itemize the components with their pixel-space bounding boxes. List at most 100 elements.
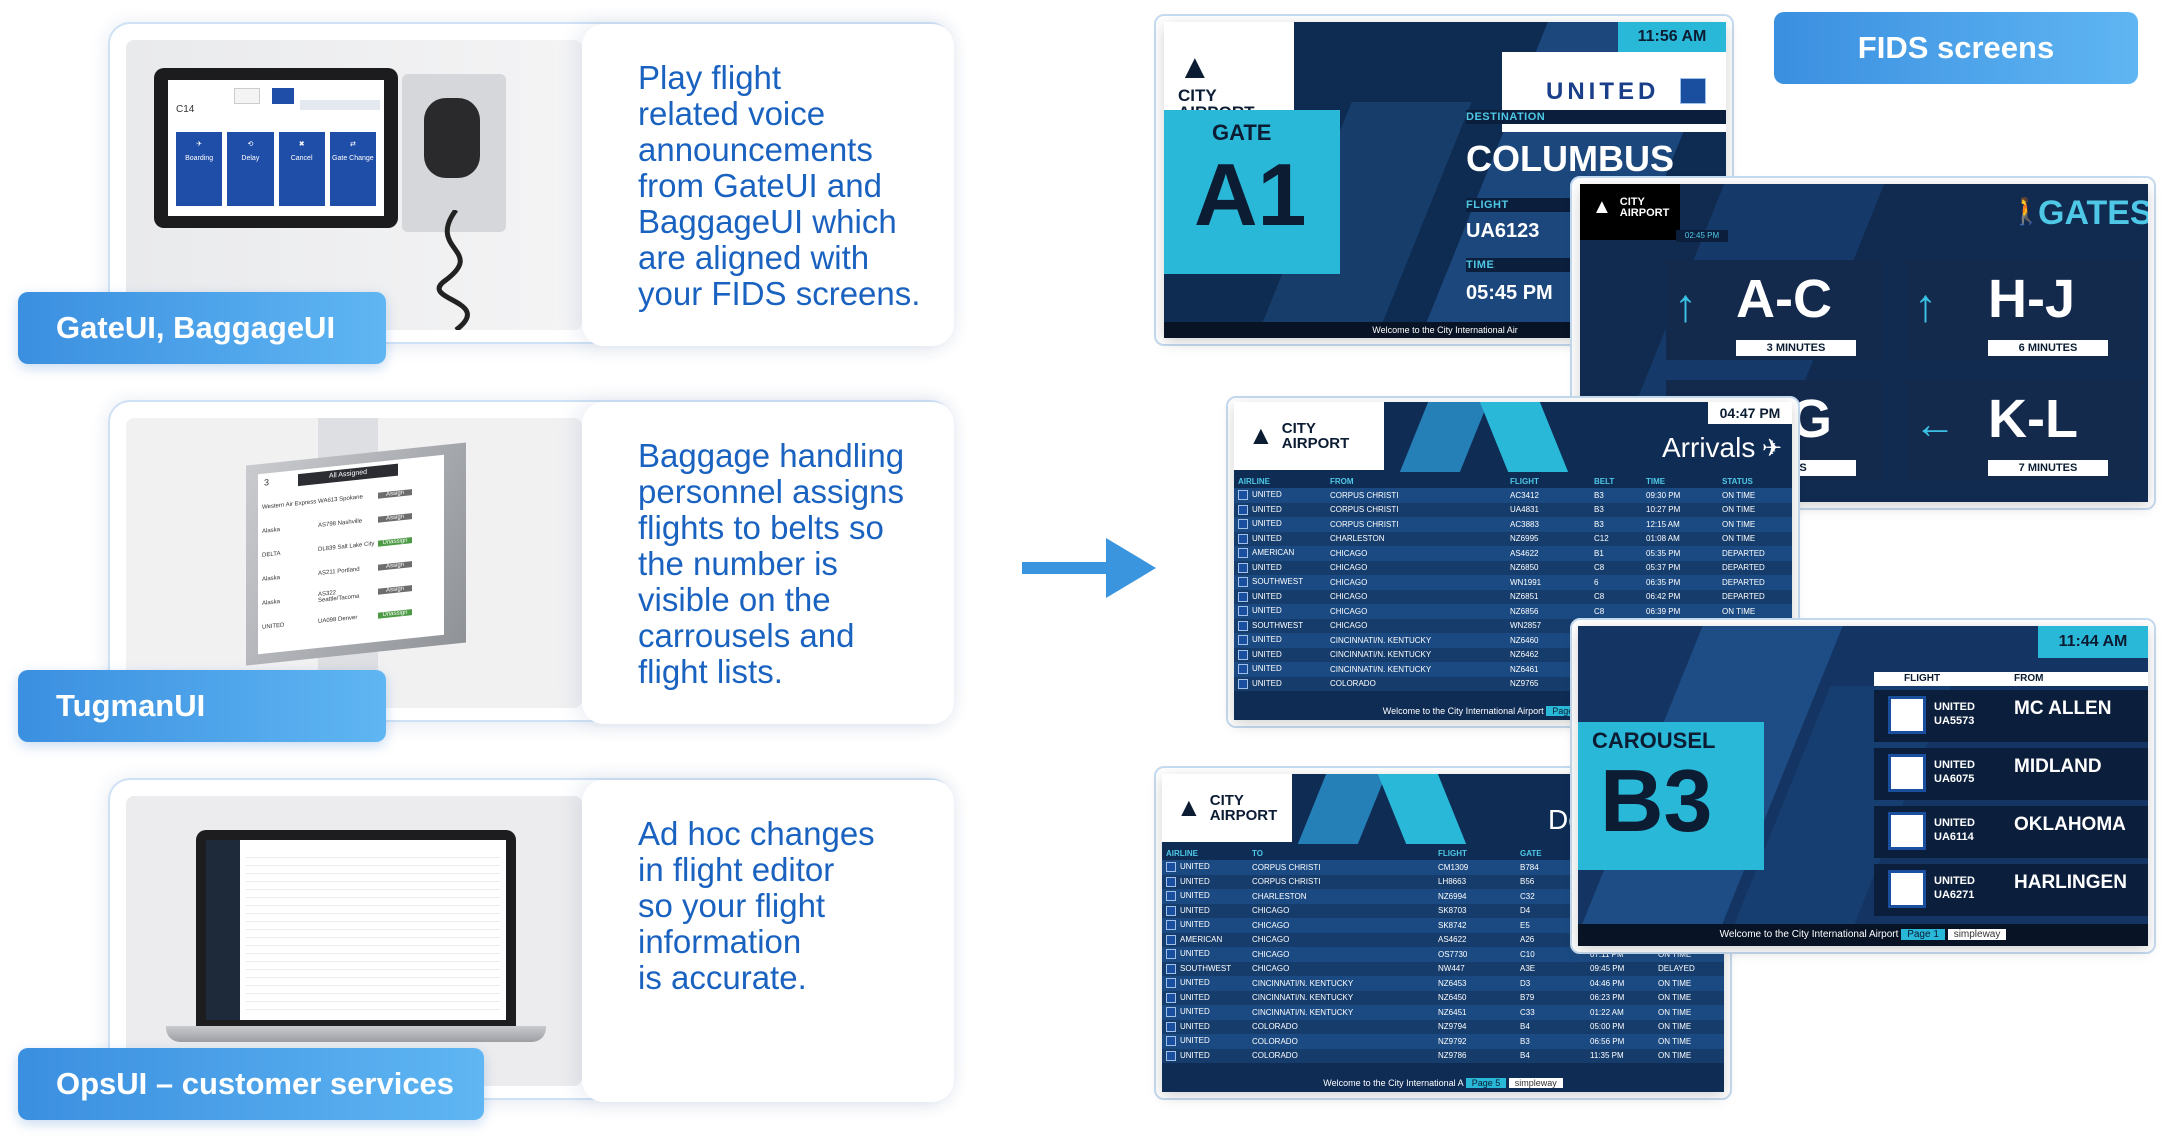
- gateui-description: Play flight related voice announcements …: [582, 24, 954, 346]
- opsui-label: OpsUI – customer services: [18, 1048, 484, 1120]
- flight-cell: UNITED: [1162, 903, 1248, 918]
- footer: Welcome to the City International A Page…: [1162, 1074, 1724, 1092]
- flight-cell: CORPUS CHRISTI: [1326, 517, 1506, 532]
- gate-change-button[interactable]: ⇄Gate Change: [329, 132, 376, 206]
- flight-cell: 06:23 PM: [1586, 990, 1654, 1005]
- flight-cell: ON TIME: [1654, 1048, 1724, 1063]
- gate-tablet: C14 ✈Boarding ⟲Delay ✖Cancel ⇄Gate Chang…: [154, 68, 398, 228]
- flight-cell: B3: [1590, 502, 1642, 517]
- flight-cell: NZ6460: [1506, 633, 1590, 648]
- airline-logo-icon: [1166, 949, 1176, 960]
- flight-cell: C32: [1516, 889, 1586, 904]
- gates-title: GATES: [2038, 194, 2148, 232]
- flight-cell: D3: [1516, 976, 1586, 991]
- delay-button[interactable]: ⟲Delay: [227, 132, 274, 206]
- card-gateui: C14 ✈Boarding ⟲Delay ✖Cancel ⇄Gate Chang…: [108, 22, 954, 346]
- flight-cell: UA4831: [1506, 502, 1590, 517]
- flight-cell: 01:08 AM: [1642, 531, 1718, 546]
- flight-cell: CHICAGO: [1248, 932, 1434, 947]
- flight-cell: 06:42 PM: [1642, 589, 1718, 604]
- flight-cell: COLORADO: [1248, 1019, 1434, 1034]
- flight-cell: B56: [1516, 874, 1586, 889]
- airline-logo-icon: [1166, 1036, 1176, 1047]
- flight-cell: UNITED: [1162, 889, 1248, 904]
- flight-cell: B784: [1516, 860, 1586, 875]
- airline-logo-icon: [1166, 963, 1176, 974]
- flight-cell: CHICAGO: [1326, 618, 1506, 633]
- airline-logo-icon: [1166, 978, 1176, 989]
- flight-cell: UNITED: [1162, 947, 1248, 962]
- airline-logo-icon: [1166, 992, 1176, 1003]
- flight-cell: 01:22 AM: [1586, 1005, 1654, 1020]
- flight-cell: AC3412: [1506, 488, 1590, 503]
- flight-cell: C8: [1590, 604, 1642, 619]
- airline-logo-icon: [1166, 891, 1176, 902]
- assign-button[interactable]: Assign: [378, 585, 412, 595]
- clock: 11:44 AM: [2038, 626, 2148, 658]
- flight-cell: A26: [1516, 932, 1586, 947]
- flight-cell: DEPARTED: [1718, 560, 1792, 575]
- flight-cell: SOUTHWEST: [1234, 575, 1326, 590]
- flight-cell: CHARLESTON: [1248, 889, 1434, 904]
- flight-cell: UNITED: [1162, 976, 1248, 991]
- arrivals-title: Arrivals: [1662, 432, 1756, 463]
- flight-cell: UNITED: [1234, 676, 1326, 691]
- flight-cell: ON TIME: [1654, 1005, 1724, 1020]
- airline-logo-icon: [1238, 562, 1248, 573]
- airline-logo-icon: [1238, 606, 1248, 617]
- flight-cell: CORPUS CHRISTI: [1248, 874, 1434, 889]
- flight-cell: CHARLESTON: [1326, 531, 1506, 546]
- clock: 04:47 PM: [1708, 402, 1792, 424]
- flight-cell: NZ6851: [1506, 589, 1590, 604]
- flight-cell: 06:35 PM: [1642, 575, 1718, 590]
- flight-cell: CM1309: [1434, 860, 1516, 875]
- flight-cell: DEPARTED: [1718, 575, 1792, 590]
- flight-cell: ON TIME: [1718, 531, 1792, 546]
- airline-logo-icon: [1166, 876, 1176, 887]
- gateui-label: GateUI, BaggageUI: [18, 292, 386, 364]
- flight-cell: UNITED: [1162, 918, 1248, 933]
- airline-logo-icon: [1238, 490, 1248, 501]
- city-airport-logo: ▲CITY AIRPORT: [1580, 184, 1680, 240]
- united-logo-icon: [1888, 812, 1926, 850]
- flight-cell: C8: [1590, 589, 1642, 604]
- flight-cell: UNITED: [1234, 604, 1326, 619]
- unassign-button[interactable]: Unassign: [378, 537, 412, 547]
- flight-cell: CINCINNATI/N. KENTUCKY: [1248, 1005, 1434, 1020]
- flight-cell: 10:27 PM: [1642, 502, 1718, 517]
- assign-button[interactable]: Assign: [378, 561, 412, 571]
- flight-cell: NW447: [1434, 961, 1516, 976]
- assign-button[interactable]: Assign: [378, 513, 412, 523]
- flight-cell: UNITED: [1234, 517, 1326, 532]
- flight-cell: 09:45 PM: [1586, 961, 1654, 976]
- assign-button[interactable]: Assign: [378, 489, 412, 499]
- flight-cell: D4: [1516, 903, 1586, 918]
- flight-cell: NZ6856: [1506, 604, 1590, 619]
- carousel-panel: CAROUSEL B3: [1578, 722, 1764, 870]
- flight-cell: NZ6994: [1434, 889, 1516, 904]
- unassign-button[interactable]: Unassign: [378, 609, 412, 619]
- laptop-icon: [196, 830, 516, 1026]
- flight-cell: NZ6850: [1506, 560, 1590, 575]
- flight-cell: A3E: [1516, 961, 1586, 976]
- boarding-button[interactable]: ✈Boarding: [176, 132, 223, 206]
- card-opsui: Ad hoc changes in flight editor so your …: [108, 778, 954, 1102]
- flight-cell: 04:46 PM: [1586, 976, 1654, 991]
- flight-cell: 11:35 PM: [1586, 1048, 1654, 1063]
- airline-logo-icon: [1166, 905, 1176, 916]
- cancel-button[interactable]: ✖Cancel: [278, 132, 325, 206]
- flight-cell: SOUTHWEST: [1162, 961, 1248, 976]
- gate-group-h-j: ↑ H-J 6 MINUTES: [1906, 260, 2142, 360]
